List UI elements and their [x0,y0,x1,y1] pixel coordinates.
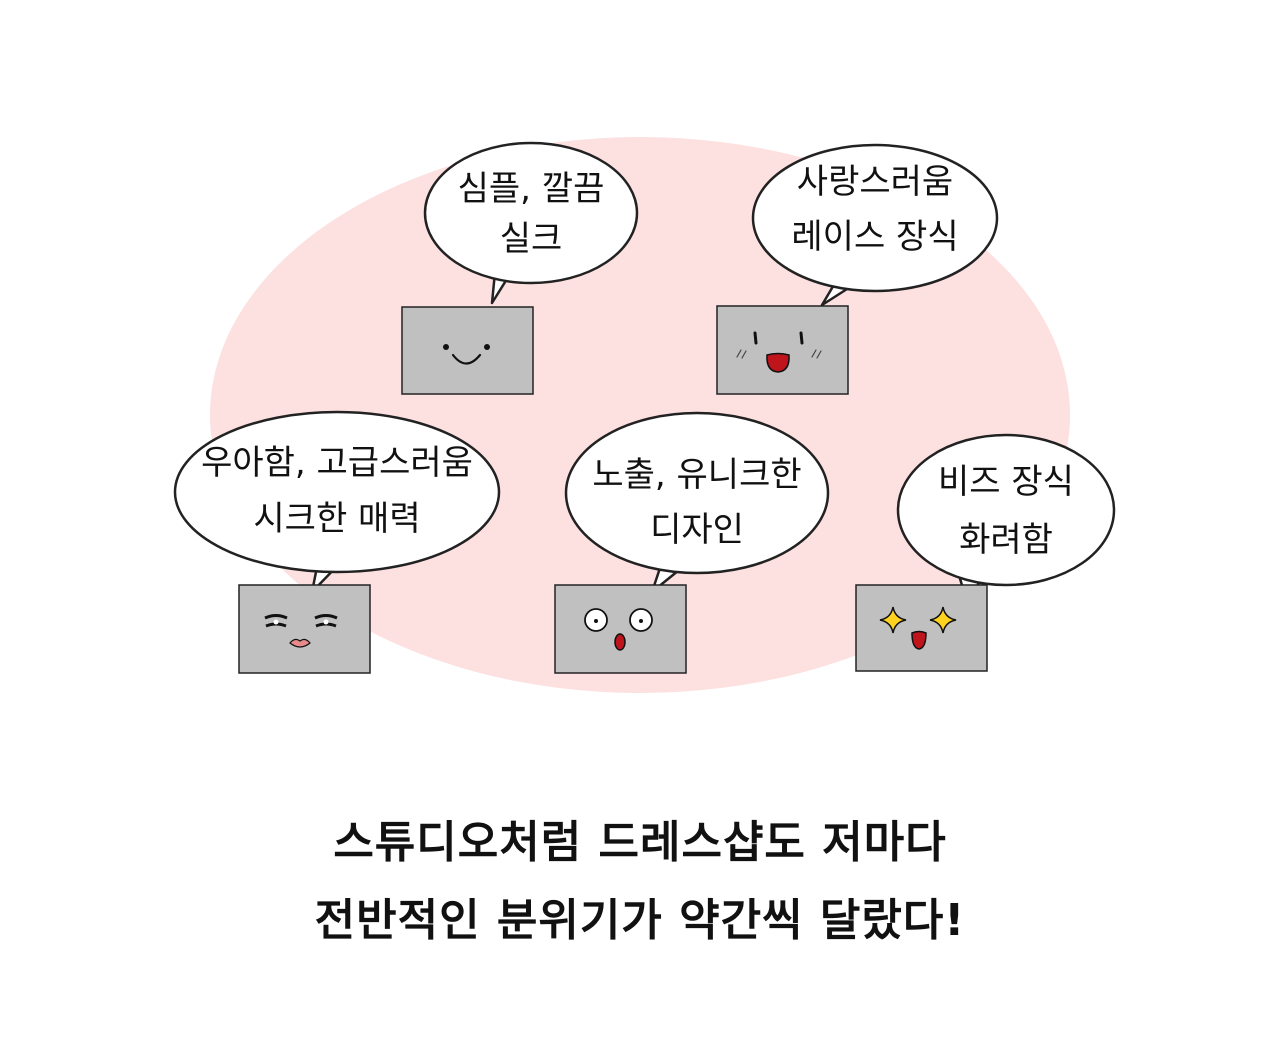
bubble-lovely-line-2: 레이스 장식 [791,217,958,257]
bubble-simple-line-1: 심플, 깔끔 [458,169,605,209]
caption-line-2: 전반적인 분위기가 약간씩 달랐다! [314,895,966,946]
speech-bubble-simple: 심플, 깔끔 실크 [423,141,639,305]
bubble-elegant-line-2: 시크한 매력 [253,499,420,539]
sparkle-face-icon [855,584,988,672]
speech-bubble-lovely: 사랑스러움 레이스 장식 [751,143,999,307]
bubble-elegant-line-1: 우아함, 고급스러움 [201,443,473,483]
bubble-beads-line-1: 비즈 장식 [938,462,1074,502]
speech-bubble-unique: 노출, 유니크한 디자인 [564,411,830,594]
speech-bubble-elegant: 우아함, 고급스러움 시크한 매력 [173,410,501,594]
bubble-beads-line-2: 화려함 [959,520,1053,560]
caption-line-1: 스튜디오처럼 드레스샵도 저마다 [333,817,947,868]
bubble-lovely-line-1: 사랑스러움 [797,162,953,202]
speech-bubble-beads: 비즈 장식 화려함 [896,433,1116,607]
blush-face-icon [716,305,849,395]
smile-face-icon [401,306,534,395]
lashes-face-icon [238,584,371,674]
surprised-face-icon [554,584,687,674]
bubble-unique-line-2: 디자인 [650,510,744,550]
bubble-simple-line-2: 실크 [500,219,563,259]
bubble-unique-line-1: 노출, 유니크한 [592,455,801,495]
